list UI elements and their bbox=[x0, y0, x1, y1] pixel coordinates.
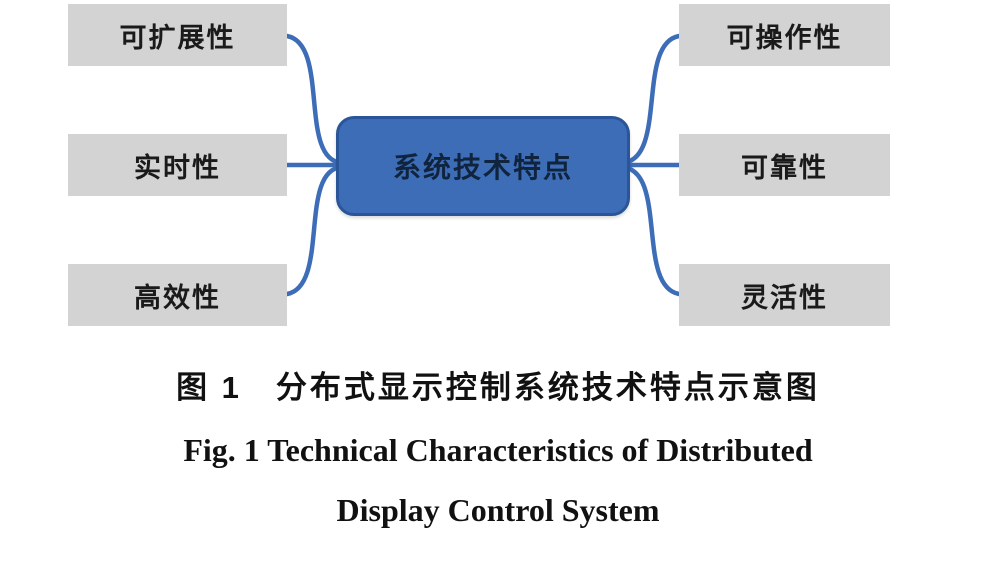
node-operability: 可操作性 bbox=[679, 4, 890, 66]
node-scalability-label: 可扩展性 bbox=[119, 22, 236, 53]
connector-left-top bbox=[284, 33, 345, 166]
connector-right-top bbox=[619, 33, 682, 166]
node-flexibility-label: 灵活性 bbox=[741, 282, 828, 313]
caption-english-line2: Display Control System bbox=[336, 492, 660, 528]
node-realtime: 实时性 bbox=[68, 134, 287, 196]
node-operability-label: 可操作性 bbox=[726, 22, 843, 53]
node-efficiency-label: 高效性 bbox=[134, 282, 221, 313]
caption-english-line1: Fig. 1 Technical Characteristics of Dist… bbox=[183, 432, 813, 468]
node-realtime-label: 实时性 bbox=[134, 152, 221, 183]
center-node-label: 系统技术特点 bbox=[392, 152, 573, 183]
center-node-system-characteristics: 系统技术特点 bbox=[336, 116, 630, 216]
caption-chinese: 图 1 分布式显示控制系统技术特点示意图 bbox=[176, 370, 820, 405]
node-reliability-label: 可靠性 bbox=[741, 152, 828, 183]
connector-right-bottom bbox=[619, 164, 682, 297]
node-reliability: 可靠性 bbox=[679, 134, 890, 196]
node-efficiency: 高效性 bbox=[68, 264, 287, 326]
node-scalability: 可扩展性 bbox=[68, 4, 287, 66]
connector-left-bottom bbox=[284, 164, 345, 297]
node-flexibility: 灵活性 bbox=[679, 264, 890, 326]
